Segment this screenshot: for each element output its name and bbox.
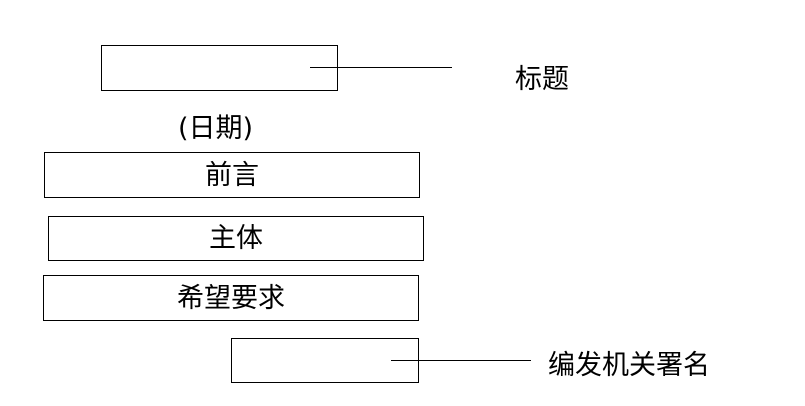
title-label: 标题 [515,64,569,95]
date-label: (日期) [178,113,254,144]
signature-leader-line [391,360,531,361]
title-leader-line [310,67,452,68]
title-box [101,45,338,91]
request-box: 希望要求 [43,275,419,321]
body-box: 主体 [48,216,424,261]
preface-box: 前言 [44,152,420,198]
signature-label: 编发机关署名 [548,350,710,381]
